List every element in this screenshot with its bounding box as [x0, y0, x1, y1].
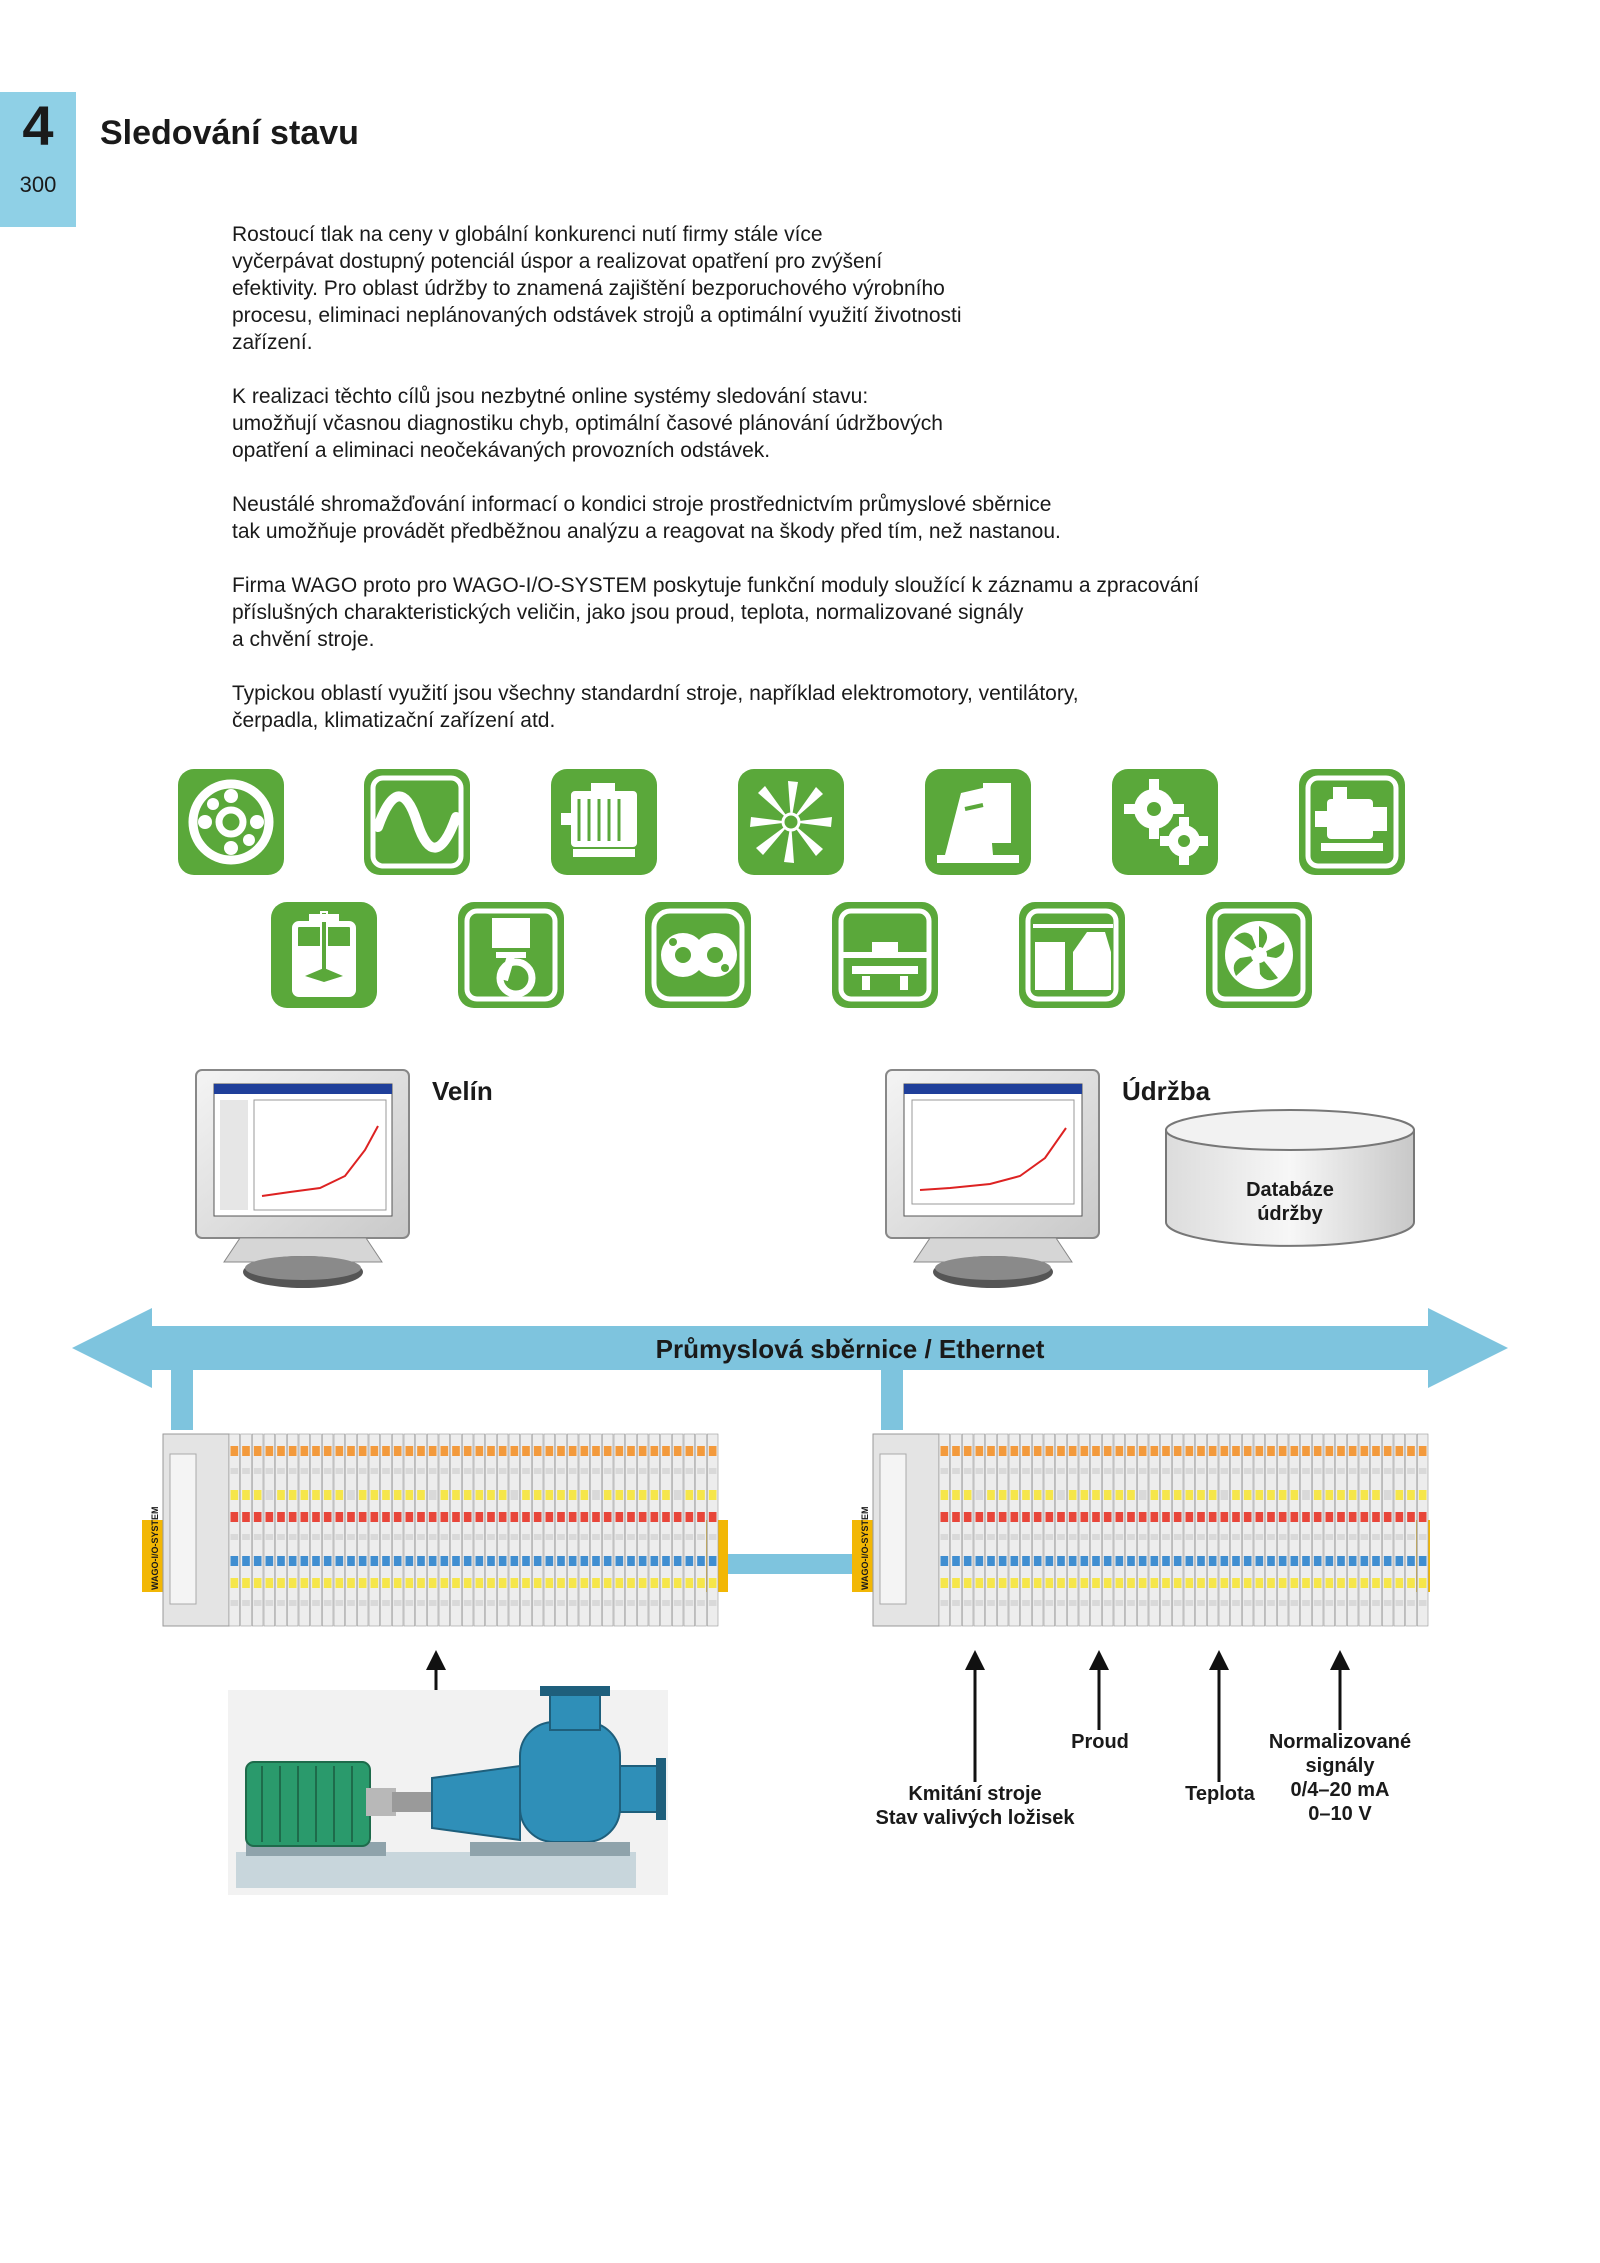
turbine-icon [1206, 902, 1312, 1008]
body-text: Rostoucí tlak na ceny v globální konkure… [232, 221, 1372, 761]
electric-motor-icon [551, 769, 657, 875]
press-icon [832, 902, 938, 1008]
signal-normalized: Normalizované signály 0/4–20 mA 0–10 V [1268, 1731, 1412, 1825]
paragraph-4: Firma WAGO proto pro WAGO-I/O-SYSTEM pos… [232, 574, 1200, 651]
piston-engine-icon [458, 902, 564, 1008]
motor-pump-illustration [228, 1686, 668, 1895]
signal-current: Proud [1071, 1731, 1129, 1753]
chapter-number: 4 [22, 94, 54, 157]
signal-vibration: Kmitání stroje Stav valivých ložisek [875, 1783, 1075, 1829]
page-title: Sledování stavu [100, 114, 359, 152]
control-room-monitor [195, 1069, 410, 1288]
production-line-icon [1019, 902, 1125, 1008]
signal-temperature: Teplota [1185, 1783, 1255, 1805]
pump-unit-icon [1299, 769, 1405, 875]
io-system-right [852, 1433, 1430, 1627]
io-brand-right: WAGO-I/O-SYSTEM [860, 1506, 870, 1590]
maintenance-database [1165, 1109, 1415, 1247]
mixer-icon [271, 902, 377, 1008]
gear-pump-icon [645, 902, 751, 1008]
paragraph-5: Typickou oblastí využití jsou všechny st… [232, 682, 1079, 732]
io-system-left [142, 1433, 728, 1627]
fan-icon [738, 769, 844, 875]
chapter-tab [0, 92, 76, 227]
paragraph-1: Rostoucí tlak na ceny v globální konkure… [232, 223, 962, 354]
paragraph-2: K realizaci těchto cílů jsou nezbytné on… [232, 385, 943, 462]
ethernet-bus-arrow [72, 1308, 1508, 1574]
paragraph-3: Neustálé shromažďování informací o kondi… [232, 493, 1061, 543]
maintenance-label: Údržba [1122, 1076, 1211, 1106]
gears-icon [1112, 769, 1218, 875]
machine-tool-icon [925, 769, 1031, 875]
control-room-label: Velín [432, 1076, 493, 1106]
sine-wave-icon [364, 769, 470, 875]
maintenance-monitor [885, 1069, 1100, 1288]
page-number: 300 [19, 172, 57, 197]
bus-label: Průmyslová sběrnice / Ethernet [655, 1334, 1045, 1364]
database-label: Databáze údržby [1246, 1179, 1334, 1225]
io-brand-left: WAGO-I/O-SYSTEM [150, 1506, 160, 1590]
bearing-icon [178, 769, 284, 875]
